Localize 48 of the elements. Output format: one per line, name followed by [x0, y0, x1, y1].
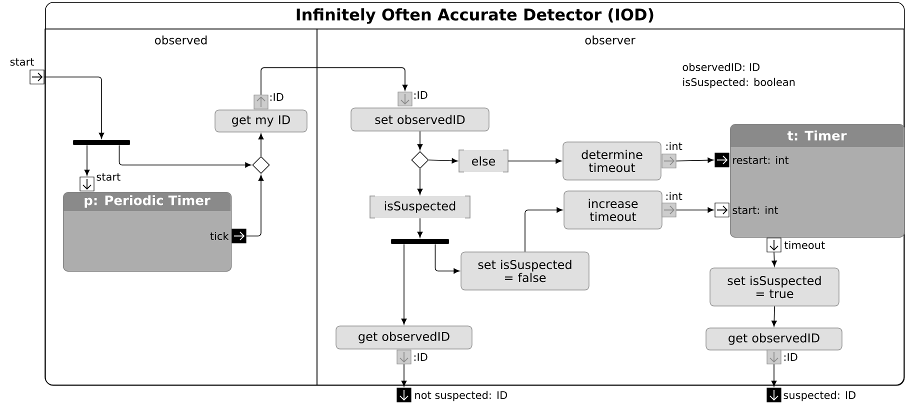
port-label: :ID	[414, 91, 428, 99]
arrow	[246, 174, 264, 236]
arrow	[771, 364, 777, 387]
port-label: start	[96, 173, 120, 181]
action-box: get my ID	[214, 110, 308, 132]
port-label: suspected: ID	[784, 390, 856, 402]
arrow	[44, 76, 104, 139]
arrow	[434, 244, 460, 274]
port-label: restart: int	[733, 156, 789, 164]
action-box: increase timeout	[564, 190, 662, 230]
port-label: :ID	[784, 353, 798, 361]
arrow	[84, 144, 90, 176]
guard-label: else	[458, 150, 508, 172]
port-label: tick	[210, 232, 229, 240]
arrow	[417, 218, 423, 238]
guard-label: isSuspected	[370, 196, 470, 218]
attribute-text: observedID: ID	[682, 62, 760, 72]
arrow	[772, 252, 777, 267]
arrow	[417, 168, 423, 195]
action-box: determine timeout	[562, 142, 662, 180]
decision-diamond	[252, 156, 270, 174]
arrow	[260, 67, 408, 96]
port-label: :int	[666, 192, 682, 200]
port-label: :ID	[414, 353, 428, 361]
port-label: start: int	[732, 206, 778, 214]
action-box: set isSuspected = false	[460, 252, 590, 290]
arrow	[258, 133, 264, 157]
attribute-text: isSuspected: boolean	[683, 78, 795, 88]
decision-diamond	[411, 151, 429, 169]
arrow	[428, 158, 458, 164]
port-label: :int	[666, 142, 682, 150]
port-label: timeout	[784, 240, 825, 250]
arrow	[401, 244, 407, 325]
arrow	[417, 130, 423, 150]
action-box: set isSuspected = true	[710, 268, 840, 306]
port-label: start	[10, 58, 34, 66]
action-box: get observedID	[336, 326, 472, 350]
action-box: set observedID	[350, 108, 490, 132]
arrow	[676, 158, 714, 163]
arrow	[401, 364, 407, 387]
arrow	[508, 158, 562, 164]
arrow	[772, 306, 777, 327]
arrow	[524, 207, 563, 252]
arrow	[118, 144, 252, 168]
arrow	[676, 207, 714, 213]
action-box: get observedID	[706, 328, 842, 350]
port-label: :ID	[270, 93, 284, 101]
port-label: not suspected: ID	[415, 390, 508, 402]
